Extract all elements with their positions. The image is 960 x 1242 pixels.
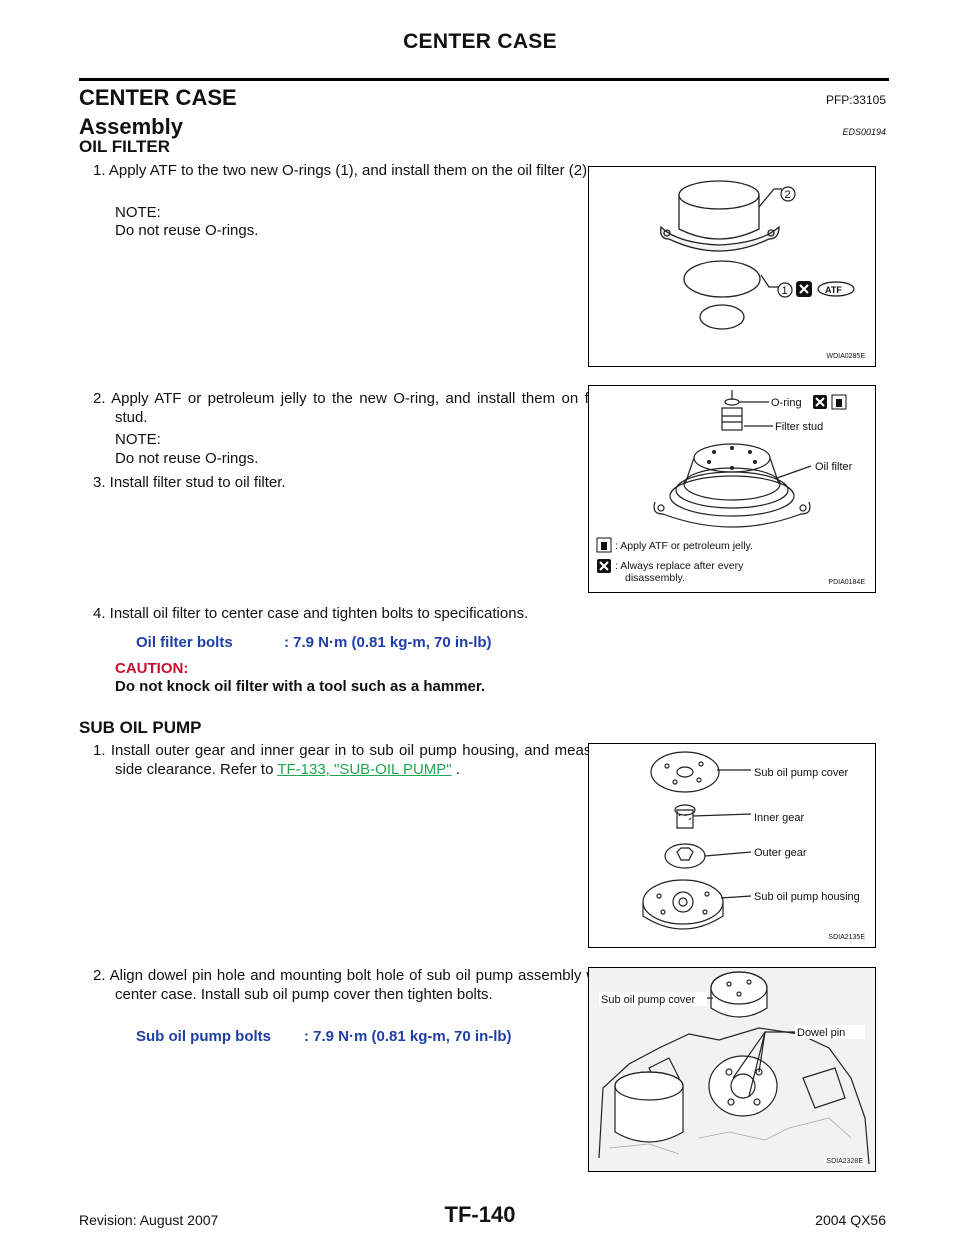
- figure-code: WDIA0285E: [826, 353, 865, 360]
- note-label: NOTE:: [115, 431, 161, 448]
- note-text: Do not reuse O-rings.: [115, 222, 259, 239]
- atf-badge-icon: [817, 281, 855, 297]
- oil-filter-step-2: 2. Apply ATF or petroleum jelly to the n…: [93, 390, 613, 426]
- callout-2: 2: [785, 189, 791, 201]
- footer-revision: Revision: August 2007: [79, 1212, 219, 1228]
- running-header-title: CENTER CASE: [403, 30, 557, 53]
- step-text: 1. Install outer gear and inner gear in …: [93, 742, 613, 778]
- figure-code: SDIA2135E: [828, 934, 865, 941]
- spec-label: Oil filter bolts: [136, 634, 233, 651]
- figure-filter-stud: O-ring Filter stud Oil filter : Apply AT…: [588, 385, 876, 593]
- note-label: NOTE:: [115, 204, 161, 221]
- header-divider: [79, 78, 889, 81]
- label-sub-oil-pump-housing: Sub oil pump housing: [754, 891, 860, 903]
- legend-replace-cont: disassembly.: [625, 572, 685, 584]
- oil-filter-heading: OIL FILTER: [79, 137, 170, 156]
- callout-1-icon: [777, 282, 793, 298]
- footer-model: 2004 QX56: [815, 1212, 886, 1228]
- legend-petroleum-jelly: : Apply ATF or petroleum jelly.: [615, 540, 753, 552]
- sub-oil-pump-step-1: 1. Install outer gear and inner gear in …: [79, 741, 613, 779]
- reference-link[interactable]: TF-133, "SUB-OIL PUMP": [277, 761, 452, 778]
- label-sub-oil-pump-cover: Sub oil pump cover: [601, 994, 695, 1006]
- figure-oil-filter-orings: 2 1 ATF WDIA0285E: [588, 166, 876, 367]
- atf-label: ATF: [825, 285, 842, 295]
- sub-oil-pump-heading: SUB OIL PUMP: [79, 718, 202, 737]
- sub-oil-pump-install-illustration: Sub oil pump cover Dowel pin: [589, 968, 875, 1171]
- figure-sub-oil-pump-parts: Sub oil pump cover Inner gear Outer gear…: [588, 743, 876, 948]
- label-inner-gear: Inner gear: [754, 812, 804, 824]
- note-text: Do not reuse O-rings.: [115, 450, 259, 467]
- label-oil-filter: Oil filter: [815, 461, 853, 473]
- section-title: CENTER CASE: [79, 85, 237, 110]
- oil-filter-step-1: 1. Apply ATF to the two new O-rings (1),…: [93, 162, 592, 179]
- oil-filter-step-3: 3. Install filter stud to oil filter.: [93, 474, 286, 491]
- filter-stud-illustration: O-ring Filter stud Oil filter : Apply AT…: [596, 390, 853, 584]
- doc-code: EDS00194: [842, 127, 886, 137]
- oil-filter-bolt-spec: Oil filter bolts : 7.9 N·m (0.81 kg-m, 70…: [136, 634, 492, 651]
- subsection-title: Assembly: [79, 114, 183, 139]
- sub-oil-pump-bolt-spec: Sub oil pump bolts : 7.9 N·m (0.81 kg-m, …: [136, 1028, 512, 1045]
- caution-label: CAUTION:: [115, 660, 189, 677]
- callout-2-icon: [780, 186, 796, 202]
- oil-filter-orings-illustration: 2 1 ATF: [660, 180, 855, 330]
- do-not-reuse-icon: [796, 281, 812, 297]
- label-sub-oil-pump-cover: Sub oil pump cover: [754, 767, 848, 779]
- sub-oil-pump-parts-illustration: Sub oil pump cover Inner gear Outer gear…: [642, 751, 860, 930]
- label-dowel-pin: Dowel pin: [797, 1027, 845, 1039]
- petroleum-jelly-legend-icon: [596, 537, 612, 553]
- oil-filter-step-4: 4. Install oil filter to center case and…: [93, 605, 529, 622]
- part-code: PFP:33105: [825, 93, 886, 107]
- do-not-reuse-legend-icon: [597, 559, 611, 573]
- figure-code: SDIA2328E: [824, 1158, 865, 1165]
- petroleum-jelly-icon: [831, 394, 847, 410]
- legend-replace: : Always replace after every: [615, 560, 744, 572]
- spec-label: Sub oil pump bolts: [136, 1028, 271, 1045]
- sub-oil-pump-step-2: 2. Align dowel pin hole and mounting bol…: [93, 967, 613, 1003]
- figure-code: PDIA0184E: [828, 579, 865, 586]
- label-o-ring: O-ring: [771, 397, 802, 409]
- caution-text: Do not knock oil filter with a tool such…: [115, 678, 486, 695]
- spec-value: : 7.9 N·m (0.81 kg-m, 70 in-lb): [284, 634, 492, 651]
- step-tail: .: [451, 761, 460, 778]
- do-not-reuse-icon: [813, 395, 827, 409]
- label-outer-gear: Outer gear: [754, 847, 807, 859]
- callout-1: 1: [782, 285, 788, 297]
- figure-sub-oil-pump-install: Sub oil pump cover Dowel pin SDIA2328E: [588, 967, 876, 1172]
- label-filter-stud: Filter stud: [775, 421, 823, 433]
- footer-page-number: TF-140: [444, 1202, 516, 1227]
- spec-value: : 7.9 N·m (0.81 kg-m, 70 in-lb): [304, 1028, 512, 1045]
